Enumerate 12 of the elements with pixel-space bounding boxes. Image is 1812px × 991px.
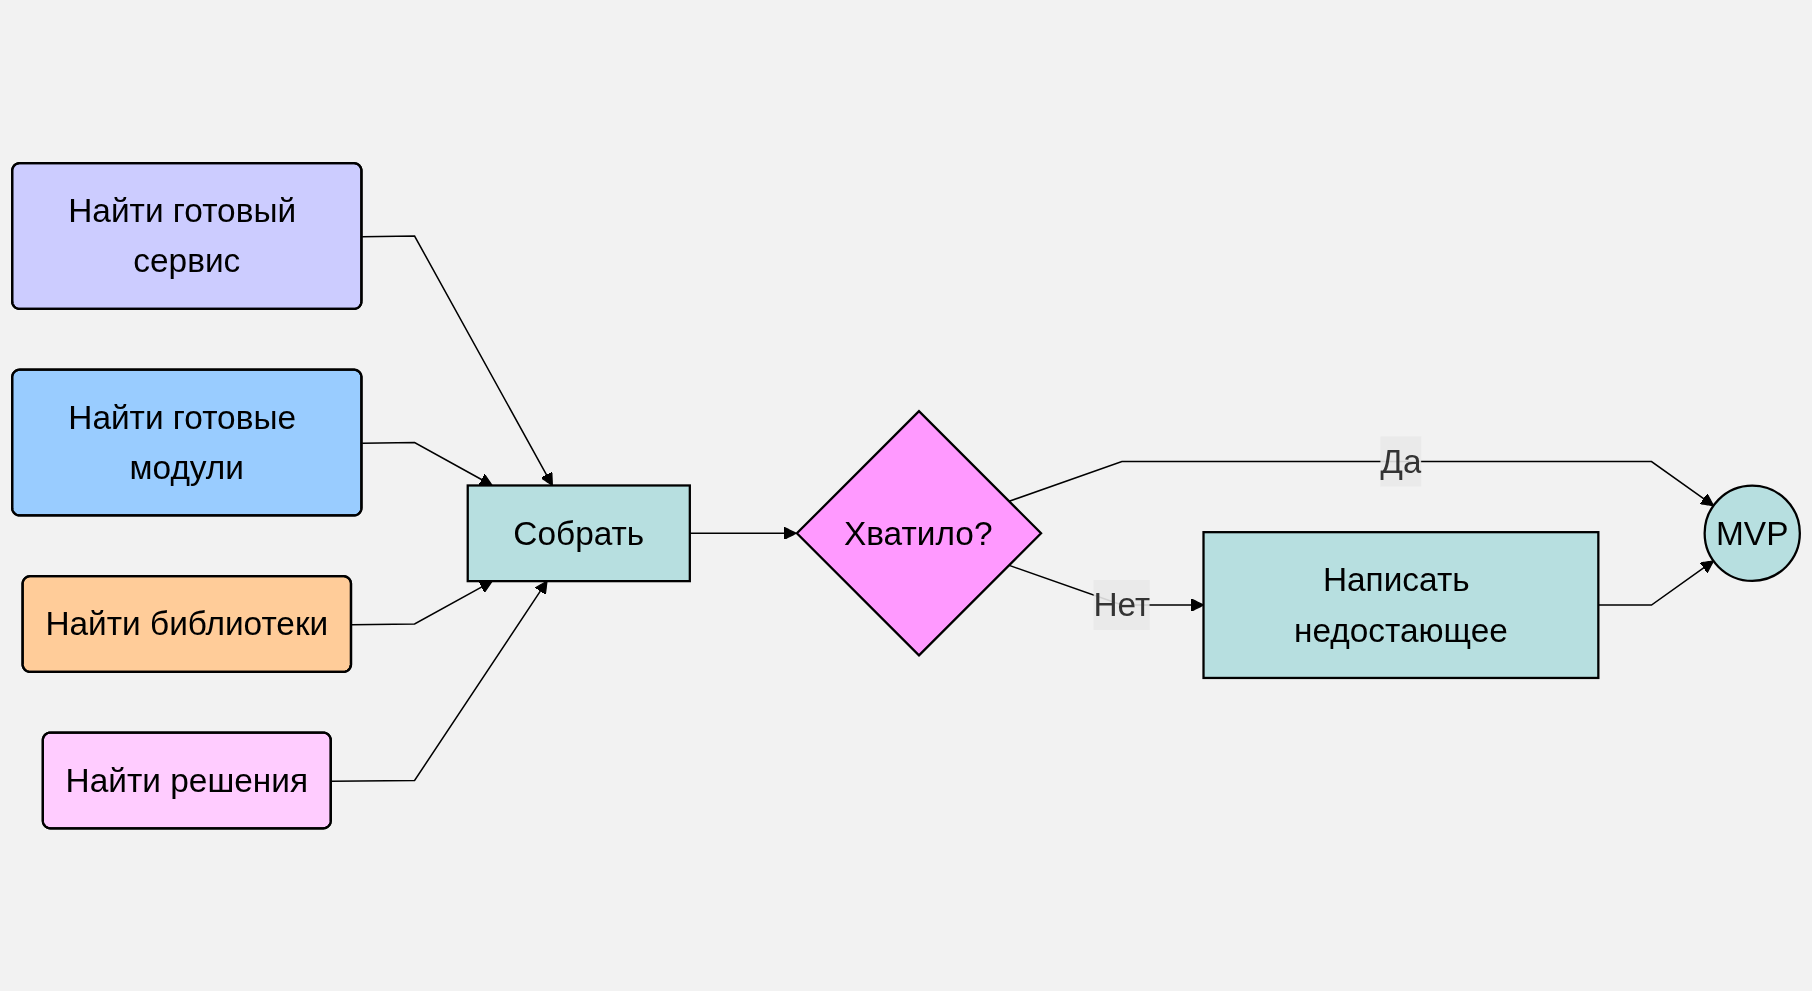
node-circle: MVP bbox=[1703, 484, 1801, 582]
arrow bbox=[1007, 460, 1715, 507]
node-box: Собрать bbox=[466, 484, 691, 583]
edge-label: Да bbox=[1380, 442, 1422, 481]
arrow bbox=[351, 580, 493, 626]
arrow bbox=[361, 235, 553, 486]
arrow bbox=[330, 580, 548, 782]
edge-label: Нет bbox=[1093, 585, 1151, 624]
node-diamond: Хватило? bbox=[795, 409, 1043, 657]
arrow bbox=[689, 526, 797, 540]
node-box: Написать недостающее bbox=[1202, 530, 1600, 679]
arrow bbox=[361, 441, 493, 486]
